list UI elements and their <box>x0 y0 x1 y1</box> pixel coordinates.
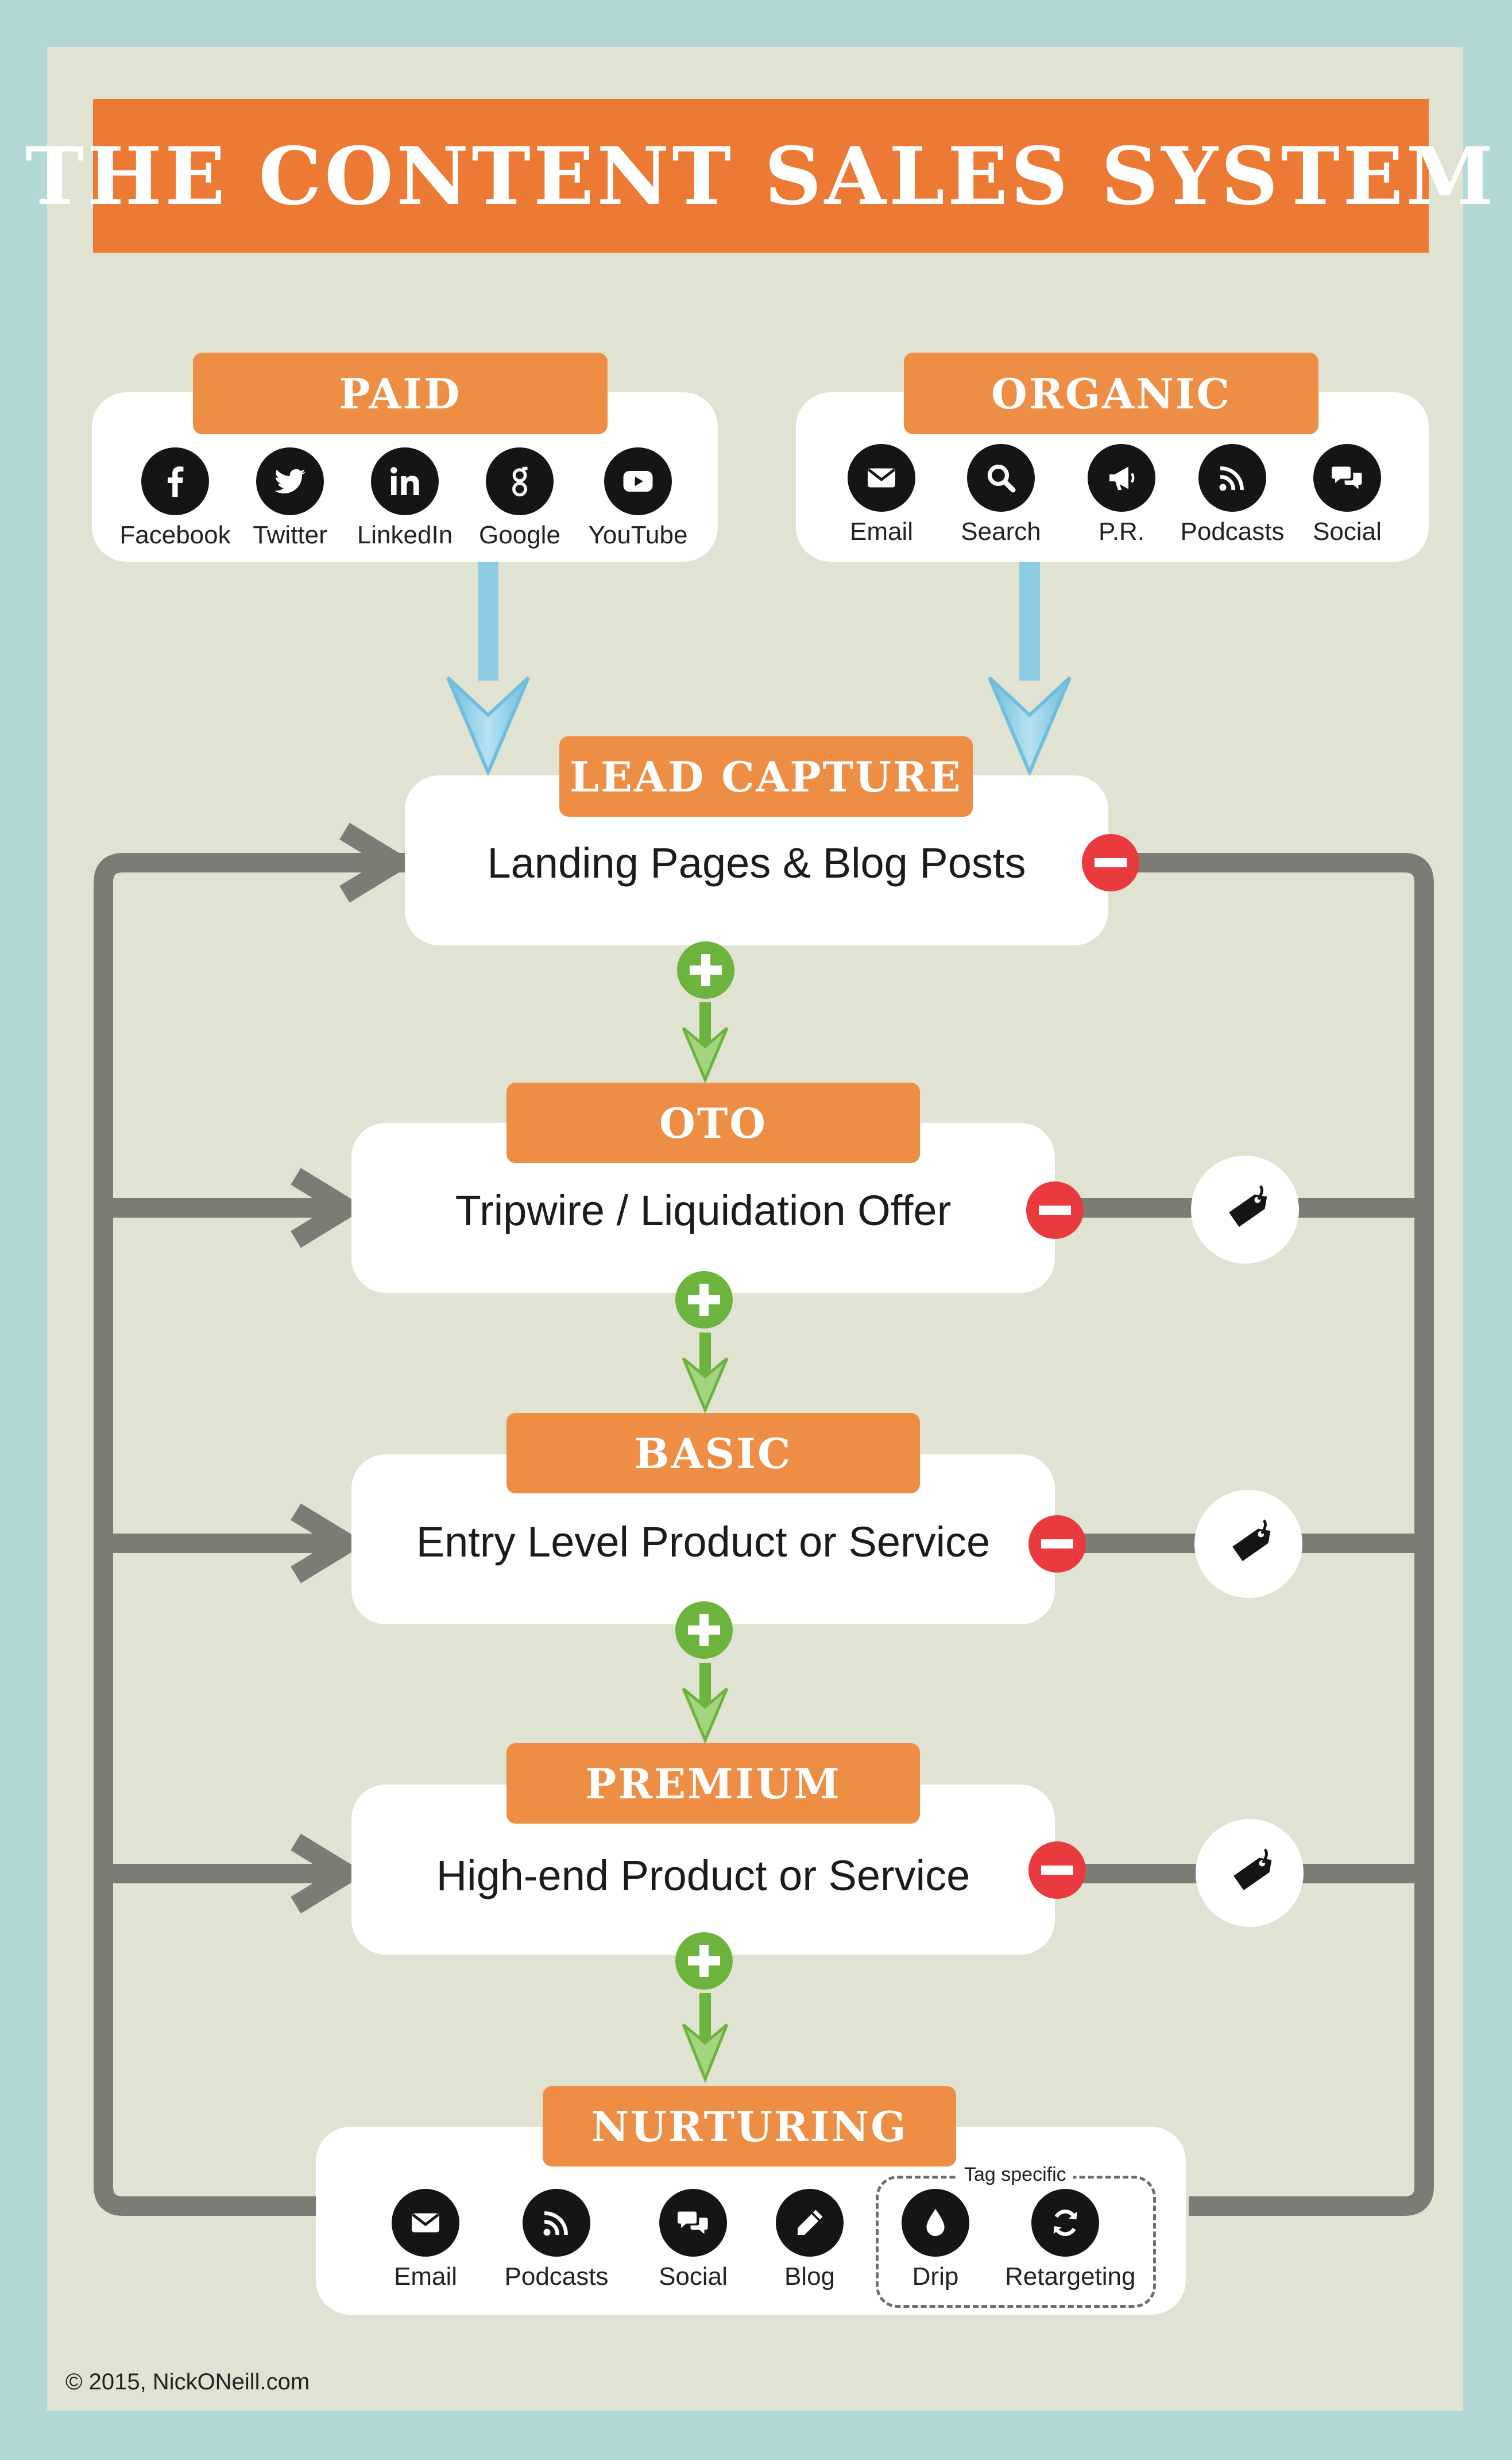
source-label-email: Email <box>849 518 914 546</box>
email-icon <box>392 2189 459 2257</box>
price-tag-icon <box>1196 1819 1304 1927</box>
youtube-icon <box>604 447 672 515</box>
minus-icon <box>1026 1181 1084 1239</box>
stage-label-oto: OTO <box>506 1083 920 1163</box>
nurturing-label-email: Email <box>393 2262 458 2291</box>
stage-text-lead-capture: Landing Pages & Blog Posts <box>487 839 1026 887</box>
source-item-twitter: Twitter <box>230 447 350 550</box>
nurturing-item-drip: Drip <box>875 2189 996 2291</box>
nurturing-label-social: Social <box>659 2262 728 2291</box>
green-arrow-2 <box>682 1333 729 1414</box>
plus-icon <box>677 941 734 999</box>
minus-icon <box>1028 1841 1086 1899</box>
refresh-icon <box>1031 2189 1099 2257</box>
stage-text-oto: Tripwire / Liquidation Offer <box>455 1187 952 1234</box>
minus-icon <box>1082 834 1139 891</box>
source-item-youtube: YouTube <box>578 447 698 550</box>
source-item-pr: P.R. <box>1061 444 1182 546</box>
source-item-google: Google <box>459 447 580 550</box>
organic-arrow-head <box>988 676 1072 777</box>
source-label-social: Social <box>1313 518 1382 546</box>
plus-icon <box>675 1601 733 1659</box>
paid-label: PAID <box>193 353 608 434</box>
source-label-search: Search <box>961 518 1041 546</box>
source-label-linkedin: LinkedIn <box>357 521 453 549</box>
facebook-icon <box>141 447 209 515</box>
drop-icon <box>902 2189 969 2257</box>
source-item-social: Social <box>1287 444 1407 546</box>
page-title: THE CONTENT SALES SYSTEM <box>25 129 1497 223</box>
nurturing-item-email: Email <box>365 2189 486 2291</box>
source-item-email: Email <box>821 444 942 546</box>
source-label-facebook: Facebook <box>119 521 231 549</box>
email-icon <box>848 444 915 512</box>
source-item-linkedin: LinkedIn <box>345 447 465 550</box>
source-item-podcasts: Podcasts <box>1172 444 1293 546</box>
stage-label-basic: BASIC <box>506 1413 920 1493</box>
source-label-twitter: Twitter <box>253 521 327 549</box>
nurturing-label-podcasts: Podcasts <box>504 2262 609 2291</box>
nurturing-label-blog: Blog <box>784 2262 836 2291</box>
paid-arrow-head <box>446 676 530 777</box>
source-item-search: Search <box>941 444 1061 546</box>
organic-arrow-shaft <box>1019 560 1040 681</box>
nurturing-label: NURTURING <box>543 2086 956 2167</box>
nurturing-label-retargeting: Retargeting <box>1005 2262 1136 2291</box>
green-arrow-1 <box>682 1002 729 1084</box>
twitter-icon <box>256 447 324 515</box>
nurturing-item-retargeting: Retargeting <box>1005 2189 1136 2291</box>
nurturing-item-blog: Blog <box>749 2189 870 2291</box>
chevron-arrow-premium <box>291 1833 366 1914</box>
stage-text-basic: Entry Level Product or Service <box>416 1518 991 1566</box>
nurturing-item-social: Social <box>633 2189 753 2291</box>
source-label-google: Google <box>479 521 560 549</box>
title-banner: THE CONTENT SALES SYSTEM <box>25 99 1494 253</box>
chat-icon <box>1313 444 1381 512</box>
minus-icon <box>1028 1515 1086 1573</box>
price-tag-icon <box>1191 1156 1299 1264</box>
stage-label-lead-capture: LEAD CAPTURE <box>559 736 973 817</box>
chevron-arrow-lead <box>339 822 415 903</box>
source-label-pr: P.R. <box>1099 518 1144 546</box>
search-icon <box>967 444 1035 512</box>
chat-icon <box>659 2189 727 2257</box>
source-label-podcasts: Podcasts <box>1180 518 1285 546</box>
google-icon <box>486 447 554 515</box>
pencil-icon <box>776 2189 844 2257</box>
tag-specific-label: Tag specific <box>957 2164 1073 2186</box>
nurturing-item-podcasts: Podcasts <box>496 2189 617 2291</box>
stage-text-premium: High-end Product or Service <box>436 1852 970 1899</box>
nurturing-label-drip: Drip <box>912 2262 959 2291</box>
plus-icon <box>675 1932 733 1990</box>
organic-label: ORGANIC <box>904 353 1318 434</box>
chevron-arrow-oto <box>291 1168 366 1248</box>
rss-icon <box>1198 444 1266 512</box>
price-tag-icon <box>1194 1490 1302 1598</box>
green-arrow-3 <box>682 1663 729 1744</box>
copyright-footer: © 2015, NickONeill.com <box>65 2369 310 2395</box>
rss-icon <box>523 2189 590 2257</box>
source-item-facebook: Facebook <box>115 447 235 550</box>
chevron-arrow-basic <box>291 1503 366 1584</box>
paid-arrow-shaft <box>478 560 498 681</box>
stage-label-premium: PREMIUM <box>506 1743 920 1824</box>
megaphone-icon <box>1088 444 1155 512</box>
source-label-youtube: YouTube <box>588 521 688 549</box>
plus-icon <box>675 1271 733 1329</box>
green-arrow-4 <box>682 1993 729 2083</box>
linkedin-icon <box>371 447 439 515</box>
